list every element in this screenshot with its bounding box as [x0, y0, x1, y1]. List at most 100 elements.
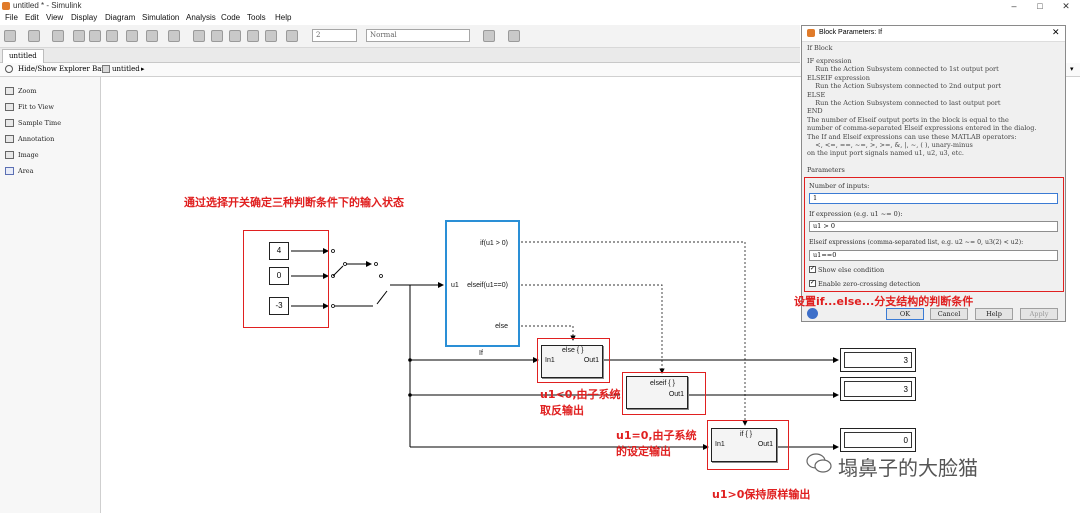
palette: Zoom Fit to View Sample Time Annotation … [0, 77, 101, 513]
positive-annotation: u1>0保持原样输出 [712, 488, 811, 501]
num-inputs-input[interactable]: 1 [809, 193, 1058, 204]
scope-icon[interactable] [286, 30, 298, 42]
stop-time-input[interactable]: 2 [312, 29, 357, 42]
elseif-highlight-box [622, 372, 706, 415]
menu-edit[interactable]: Edit [25, 13, 39, 22]
else-port-label: else [495, 323, 508, 330]
else-subsystem[interactable]: else { } In1 Out1 [541, 345, 603, 378]
help-info-icon[interactable] [807, 308, 818, 319]
if-subsystem[interactable]: if { } In1 Out1 [711, 428, 777, 462]
stop-icon[interactable] [247, 30, 259, 42]
tab-strip: untitled [0, 48, 800, 63]
out1-port-label: Out1 [668, 391, 684, 398]
menu-file[interactable]: File [5, 13, 18, 22]
model-config-icon[interactable] [146, 30, 158, 42]
switch-annotation: 通过选择开关确定三种判断条件下的输入状态 [184, 196, 404, 209]
zero-annotation: u1=0,由子系统 [616, 429, 697, 442]
build-icon[interactable] [508, 30, 520, 42]
elseif-expressions-input[interactable]: u1==0 [809, 250, 1058, 261]
library-browser-icon[interactable] [126, 30, 138, 42]
palette-image[interactable]: Image [5, 148, 39, 162]
maximize-icon[interactable]: □ [1037, 1, 1043, 11]
advisor-icon[interactable] [483, 30, 495, 42]
display-block[interactable]: 0 [840, 428, 916, 452]
constant-block[interactable]: 4 [269, 242, 289, 260]
area-icon [5, 167, 14, 175]
ok-button[interactable]: OK [886, 308, 924, 320]
num-inputs-label: Number of inputs: [809, 182, 870, 190]
breadcrumb[interactable]: untitled [112, 65, 140, 73]
if-block-name: If [479, 350, 483, 357]
tab-untitled[interactable]: untitled [2, 49, 44, 63]
else-highlight-box [537, 338, 610, 383]
menu-code[interactable]: Code [221, 13, 241, 22]
save-icon[interactable] [52, 30, 64, 42]
palette-fit-to-view[interactable]: Fit to View [5, 100, 54, 114]
wechat-logo-icon [806, 452, 832, 474]
if-port-label: if(u1 > 0) [480, 240, 508, 247]
block-parameters-dialog: Block Parameters: If ✕ If Block IF expre… [801, 25, 1066, 322]
in1-port-label: In1 [715, 441, 725, 448]
apply-button[interactable]: Apply [1020, 308, 1058, 320]
palette-zoom[interactable]: Zoom [5, 84, 37, 98]
up-icon[interactable] [106, 30, 118, 42]
display-block[interactable]: 3 [840, 348, 916, 372]
constant-block[interactable]: -3 [269, 297, 289, 315]
title-bar: untitled * - Simulink – □ ✕ [0, 0, 1080, 12]
forward-icon[interactable] [89, 30, 101, 42]
block-description: IF expression Run the Action Subsystem c… [807, 57, 1037, 158]
show-else-checkbox[interactable]: ✓ [809, 266, 816, 273]
sim-mode-select[interactable]: Normal [366, 29, 470, 42]
display-value: 3 [844, 381, 912, 397]
palette-annotation[interactable]: Annotation [5, 132, 54, 146]
step-forward-icon[interactable] [229, 30, 241, 42]
parameters-label: Parameters [807, 166, 845, 174]
hide-show-explorer-label[interactable]: Hide/Show Explorer Bar [18, 65, 105, 73]
run-icon[interactable] [211, 30, 223, 42]
elseif-expressions-label: Elseif expressions (comma-separated list… [809, 239, 1024, 246]
new-model-icon[interactable] [4, 30, 16, 42]
open-model-icon[interactable] [28, 30, 40, 42]
menu-display[interactable]: Display [71, 13, 98, 22]
record-icon[interactable] [265, 30, 277, 42]
hide-show-icon[interactable] [5, 65, 13, 73]
explorer-dropdown-icon[interactable]: ▾ [1070, 65, 1074, 73]
if-highlight-box [707, 420, 789, 470]
fit-to-view-icon [5, 103, 14, 111]
palette-sample-time[interactable]: Sample Time [5, 116, 61, 130]
menu-analysis[interactable]: Analysis [186, 13, 216, 22]
menu-view[interactable]: View [46, 13, 64, 22]
palette-area[interactable]: Area [5, 164, 34, 178]
if-expression-input[interactable]: u1 > 0 [809, 221, 1058, 232]
menu-tools[interactable]: Tools [247, 13, 266, 22]
annotation-icon [5, 135, 14, 143]
breadcrumb-arrow-icon[interactable]: ▸ [141, 65, 145, 73]
subsystem-title: elseif { } [650, 380, 675, 387]
subsystem-title: else { } [562, 347, 584, 354]
help-button[interactable]: Help [975, 308, 1013, 320]
params-highlight-box [804, 177, 1064, 292]
out1-port-label: Out1 [757, 441, 773, 448]
out1-port-label: Out1 [583, 357, 599, 364]
zero-crossing-checkbox[interactable]: ✓ [809, 280, 816, 287]
minimize-icon[interactable]: – [1011, 1, 1017, 11]
dialog-close-icon[interactable]: ✕ [1052, 27, 1060, 37]
display-value: 3 [844, 352, 912, 368]
menu-simulation[interactable]: Simulation [142, 13, 180, 22]
elseif-subsystem[interactable]: elseif { } Out1 [626, 376, 688, 409]
back-icon[interactable] [73, 30, 85, 42]
display-value: 0 [844, 432, 912, 448]
close-icon[interactable]: ✕ [1062, 1, 1070, 11]
model-explorer-icon[interactable] [168, 30, 180, 42]
constant-block[interactable]: 0 [269, 267, 289, 285]
sample-time-icon [5, 119, 14, 127]
cancel-button[interactable]: Cancel [930, 308, 968, 320]
u1-port-label: u1 [451, 282, 459, 289]
menu-diagram[interactable]: Diagram [105, 13, 136, 22]
step-back-icon[interactable] [193, 30, 205, 42]
if-block[interactable]: if(u1 > 0) elseif(u1==0) else u1 [445, 220, 520, 347]
zero-crossing-label: Enable zero-crossing detection [818, 280, 921, 288]
menu-help[interactable]: Help [275, 13, 292, 22]
display-block[interactable]: 3 [840, 377, 916, 401]
